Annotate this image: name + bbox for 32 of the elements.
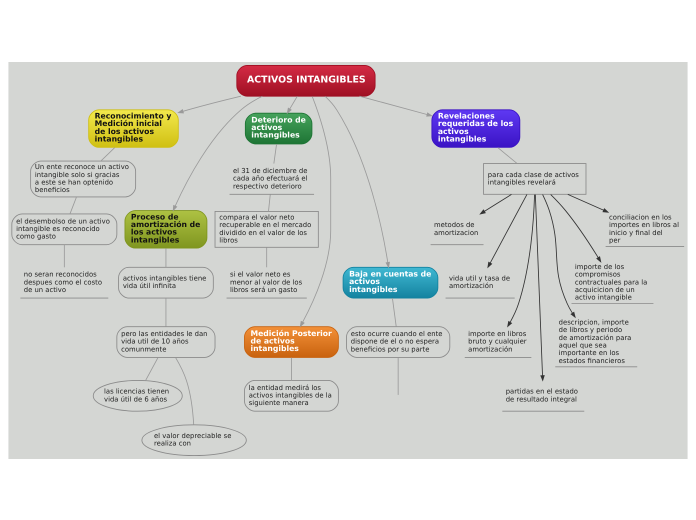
arrow bbox=[567, 194, 610, 212]
arrow bbox=[487, 194, 528, 268]
node-box: Medición Posterior de activos intangibles bbox=[244, 326, 339, 358]
arrow bbox=[324, 95, 390, 268]
node-box: Deterioro de activos intangibles bbox=[244, 112, 312, 144]
arrow bbox=[177, 95, 242, 113]
connector bbox=[392, 297, 397, 326]
connector bbox=[398, 356, 399, 395]
arrow bbox=[542, 194, 576, 318]
connector bbox=[145, 356, 158, 381]
arrow bbox=[286, 95, 298, 114]
connector bbox=[64, 244, 65, 268]
connector bbox=[268, 194, 271, 212]
connector bbox=[175, 356, 194, 425]
arrow bbox=[507, 194, 535, 328]
arrow bbox=[359, 95, 433, 116]
arrow bbox=[172, 95, 263, 212]
node-box: Proceso de amortización de los activos intangibles bbox=[124, 210, 208, 248]
node-box: Reconocimiento y Medición inicial de los activos intangibles bbox=[88, 108, 179, 148]
node-box: ACTIVOS INTANGIBLES bbox=[236, 64, 376, 96]
connector bbox=[291, 356, 292, 380]
connector bbox=[100, 146, 116, 161]
arrow bbox=[534, 194, 545, 382]
connector bbox=[70, 196, 77, 214]
connector bbox=[273, 143, 278, 164]
arrow bbox=[300, 95, 332, 327]
connector bbox=[266, 246, 268, 268]
arrow bbox=[550, 194, 602, 262]
node-box: Revelaciones requeridas de los activos intangibles bbox=[431, 108, 520, 148]
arrow bbox=[479, 194, 512, 214]
connector bbox=[497, 146, 518, 164]
node-box: Baja en cuentas de activos intangibles bbox=[342, 266, 438, 298]
